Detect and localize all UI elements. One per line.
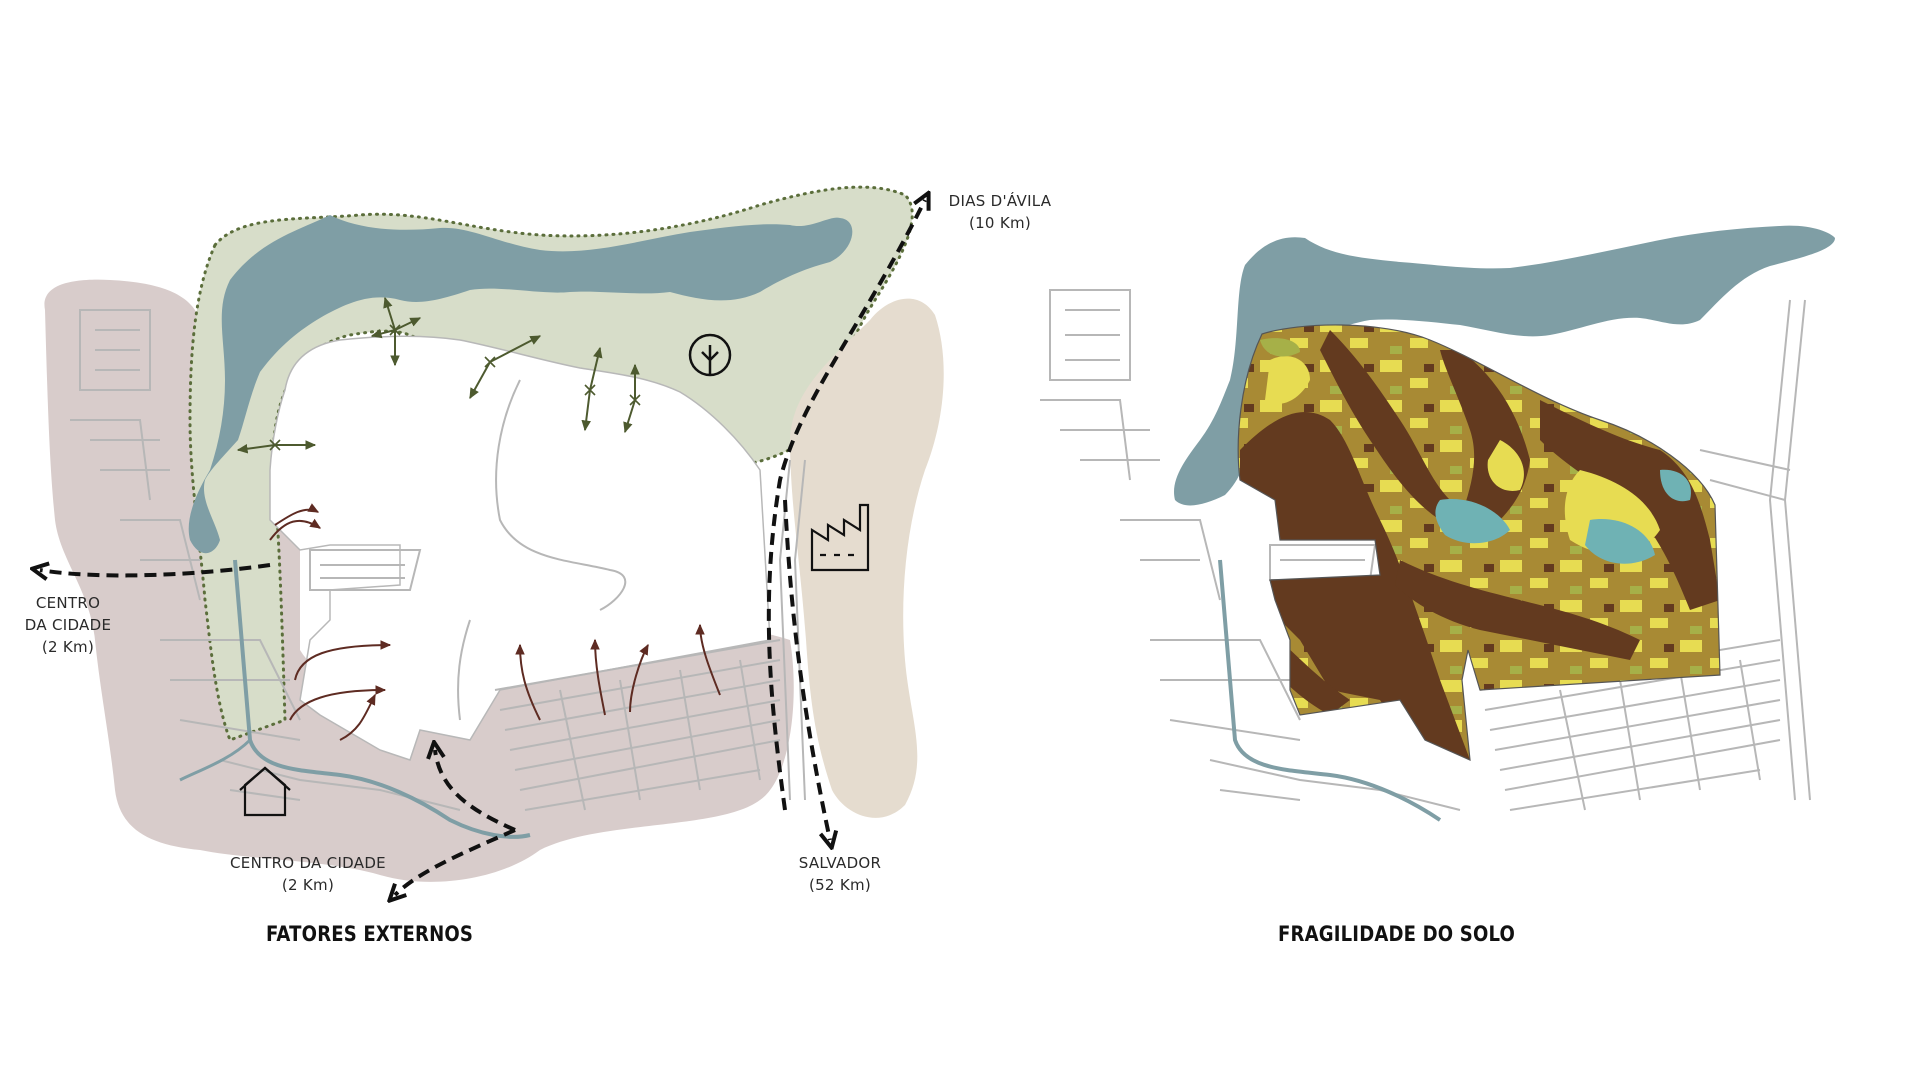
- tree-icon: [688, 333, 732, 377]
- label-centro-left-distance: (2 Km): [41, 638, 95, 656]
- label-salvador-name: SALVADOR: [798, 854, 882, 872]
- label-centro-bottom-name: CENTRO DA CIDADE: [230, 854, 386, 872]
- factory-icon: [810, 503, 870, 572]
- inward-arrows: [269, 503, 721, 741]
- label-centro-left-line2: DA CIDADE: [24, 616, 112, 634]
- arrow-to-salvador: [783, 499, 830, 840]
- arrow-from-south: [435, 750, 516, 832]
- access-arrows: [40, 200, 925, 895]
- label-dias-davila: DIAS D'ÁVILA (10 Km): [940, 190, 1060, 234]
- map-fragilidade-do-solo: [1040, 225, 1835, 822]
- water-body-north-right: [1174, 225, 1835, 506]
- arrow-to-dias-davila: [766, 200, 925, 811]
- label-salvador-distance: (52 Km): [808, 876, 872, 894]
- arrow-to-centro-bottom: [395, 828, 516, 895]
- arrow-to-centro-left: [40, 565, 271, 575]
- river-branch: [179, 738, 252, 782]
- house-icon: [239, 766, 291, 817]
- site-outline-right: [1237, 324, 1721, 761]
- label-centro-left-line1: CENTRO: [35, 594, 101, 612]
- river-right: [1218, 559, 1442, 822]
- title-fragilidade-do-solo: FRAGILIDADE DO SOLO: [1278, 922, 1516, 946]
- label-dias-davila-name: DIAS D'ÁVILA: [948, 192, 1052, 210]
- street-network: [70, 309, 806, 811]
- crossing-marks: [269, 324, 641, 451]
- industrial-zone: [790, 298, 944, 818]
- label-centro-left: CENTRO DA CIDADE (2 Km): [18, 592, 118, 658]
- label-centro-bottom-distance: (2 Km): [281, 876, 335, 894]
- river: [233, 559, 531, 839]
- title-fatores-externos: FATORES EXTERNOS: [266, 922, 474, 946]
- label-centro-bottom: CENTRO DA CIDADE (2 Km): [228, 852, 388, 896]
- water-body-north: [188, 215, 853, 554]
- green-arrows: [236, 296, 640, 454]
- label-salvador: SALVADOR (52 Km): [790, 852, 890, 896]
- label-dias-davila-distance: (10 Km): [968, 214, 1032, 232]
- map-fatores-externos: [40, 185, 944, 895]
